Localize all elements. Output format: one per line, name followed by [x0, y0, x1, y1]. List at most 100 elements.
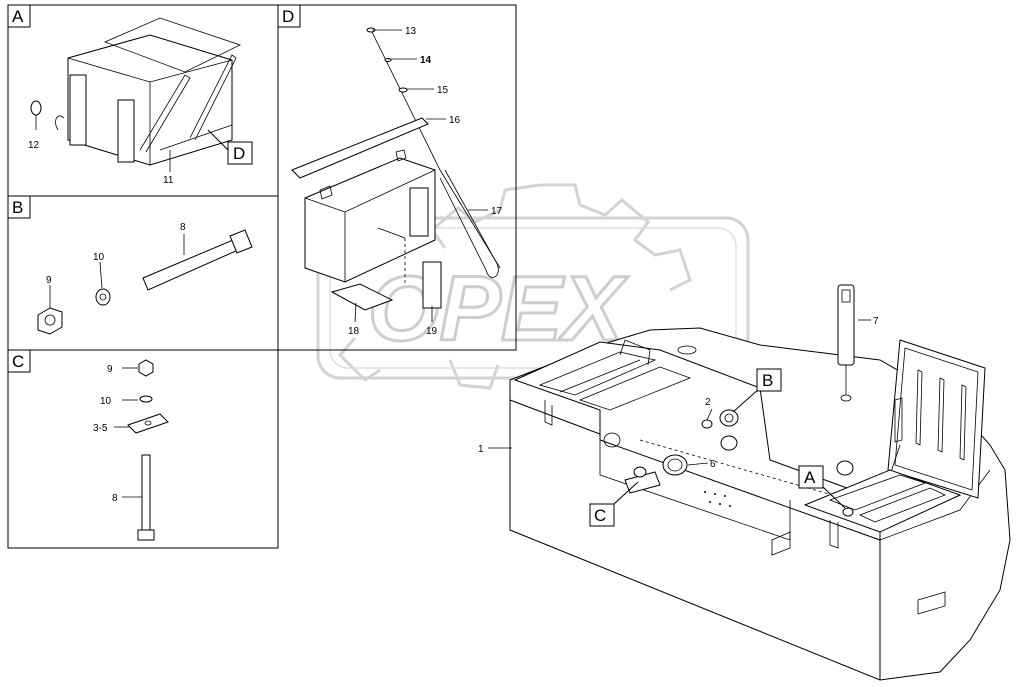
panel-a-letter: A — [12, 7, 24, 26]
part-label-16: 16 — [449, 115, 461, 126]
washer-10-c — [139, 395, 153, 403]
lid-slot-3 — [959, 384, 967, 461]
hold-down-bar-2 — [189, 54, 237, 141]
bolt-8-head — [229, 229, 253, 254]
clamp-19 — [422, 261, 442, 309]
washer-10-inner — [99, 293, 107, 301]
panel-c-frame — [7, 349, 279, 549]
part-label-7: 7 — [873, 316, 879, 327]
bolt-8-c — [141, 454, 151, 531]
post-7-slot — [841, 289, 851, 303]
post-7 — [837, 284, 855, 366]
callout-a-main[interactable]: A — [798, 465, 824, 489]
grommet-right — [836, 460, 854, 476]
part-label-2: 2 — [705, 397, 711, 408]
panel-b-letter: B — [12, 198, 23, 217]
callout-b-main[interactable]: B — [756, 368, 782, 392]
housing-right-curve — [879, 469, 991, 541]
ring-15 — [398, 87, 408, 93]
grommet-6-inner — [667, 458, 683, 472]
vent-holes — [704, 491, 731, 507]
battery-d-edge — [304, 169, 436, 282]
part-label-6: 6 — [710, 459, 716, 470]
part-label-12: 12 — [28, 140, 40, 151]
callout-a-main-label: A — [804, 468, 816, 487]
lid-inner-frame — [894, 347, 979, 491]
battery-d — [304, 157, 436, 283]
tray-rail-2 — [578, 366, 692, 411]
main-assembly — [509, 284, 1011, 681]
part-label-1: 1 — [478, 444, 484, 455]
nut-9-c — [138, 359, 154, 377]
panel-c-letter: C — [12, 352, 24, 371]
battery-d-cap2 — [395, 149, 407, 162]
panel-a: A 11 12 D — [7, 4, 279, 197]
panel-d-frame — [277, 4, 517, 351]
hold-down-bar-1 — [139, 74, 191, 153]
front-bracket — [771, 531, 791, 556]
lock-latch — [829, 520, 839, 549]
rod-assembly — [371, 31, 501, 269]
panel-c-tab — [7, 349, 31, 373]
watermark: OPEX — [316, 183, 750, 390]
watermark-frame-inner — [329, 227, 737, 369]
rod-17-a — [439, 169, 499, 278]
tray-rail-3 — [559, 359, 641, 393]
tray-bracket-left — [544, 400, 553, 426]
pad-18 — [330, 283, 394, 311]
grommet-1 — [719, 409, 739, 427]
mount-bolt-c — [633, 466, 647, 478]
grommet-6 — [662, 454, 688, 476]
nut-9 — [37, 307, 63, 335]
post-7-base — [840, 394, 852, 402]
part-label-19: 19 — [426, 326, 438, 337]
panel-d-tab — [277, 4, 301, 28]
clamp-line — [377, 227, 406, 239]
part-label-3-5-c: 3-5 — [93, 423, 108, 434]
battery-terminal-a2 — [117, 99, 135, 163]
tray-handle — [619, 339, 651, 366]
bolt-8-c-head — [137, 529, 155, 541]
battery-box-a-edge — [67, 57, 233, 165]
callout-c-main-label: C — [594, 506, 606, 525]
main-leaders — [488, 319, 871, 509]
panel-b: B 8 10 9 — [7, 195, 279, 351]
lock-pin — [842, 507, 854, 517]
battery-d-cap — [319, 185, 333, 200]
part-label-14: 14 — [420, 55, 432, 66]
terminal-d1 — [409, 187, 429, 237]
lock-rail-a — [828, 474, 927, 511]
part-label-9-b: 9 — [46, 275, 52, 286]
grommet-1-inner — [724, 413, 734, 423]
part-label-8-c: 8 — [112, 493, 118, 504]
tray-hidden-line — [639, 439, 851, 501]
part-label-17: 17 — [491, 206, 503, 217]
lid-slot-2 — [937, 377, 945, 453]
watermark-text: OPEX — [368, 258, 628, 360]
hold-down-frame — [103, 17, 242, 73]
panel-d: D 13 14 15 16 17 18 19 — [277, 4, 517, 351]
lid-handle — [894, 397, 903, 443]
part-label-15: 15 — [437, 85, 449, 96]
lock-frame — [803, 469, 962, 533]
panel-d-letter: D — [282, 7, 294, 26]
part-label-11: 11 — [163, 175, 174, 186]
tray-hole — [677, 345, 697, 355]
hold-down-bar-3 — [159, 124, 233, 151]
nut-2 — [701, 419, 713, 429]
part-label-9-c: 9 — [107, 364, 113, 375]
plate-3-5 — [127, 413, 169, 434]
panel-a-tab — [7, 4, 31, 28]
bar-16 — [291, 117, 429, 179]
callout-c-main[interactable]: C — [589, 503, 615, 527]
callout-d-in-a-label: D — [233, 144, 245, 163]
panel-b-tab — [7, 195, 31, 219]
part-label-18: 18 — [348, 326, 360, 337]
callout-d-in-a[interactable]: D — [227, 141, 253, 165]
lock-rail-b — [858, 487, 947, 523]
part-label-8-b: 8 — [180, 222, 186, 233]
side-slot — [917, 591, 946, 615]
tray-inner-wall — [599, 410, 791, 541]
tray-side-hole — [603, 432, 621, 448]
